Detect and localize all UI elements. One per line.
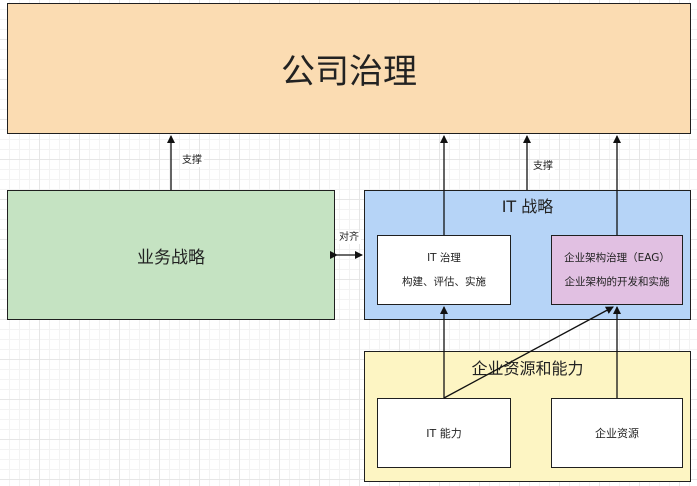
enterprise-resources-box: 企业资源 [551,398,683,468]
eag-subtitle: 企业架构的开发和实施 [564,276,670,288]
corporate-governance-box: 公司治理 [7,3,691,134]
eag-title: 企业架构治理（EAG） [564,252,670,264]
it-capability-box: IT 能力 [377,398,511,468]
business-strategy-box: 业务战略 [7,190,335,320]
it-governance-title: IT 治理 [427,252,461,264]
corporate-governance-label: 公司治理 [281,52,417,92]
it-strategy-title: IT 战略 [501,197,554,216]
it-governance-box: IT 治理 构建、评估、实施 [377,235,511,305]
resources-title: 企业资源和能力 [471,359,584,378]
align-label: 对齐 [337,232,361,244]
support-label-right: 支撑 [531,161,555,173]
arrow-itcap-to-eag [443,306,614,399]
eag-box: 企业架构治理（EAG） 企业架构的开发和实施 [551,235,683,305]
it-capability-label: IT 能力 [426,427,462,440]
support-label-left: 支撑 [180,155,204,167]
it-governance-subtitle: 构建、评估、实施 [402,276,486,288]
business-strategy-label: 业务战略 [137,247,205,268]
enterprise-resources-label: 企业资源 [595,427,639,440]
